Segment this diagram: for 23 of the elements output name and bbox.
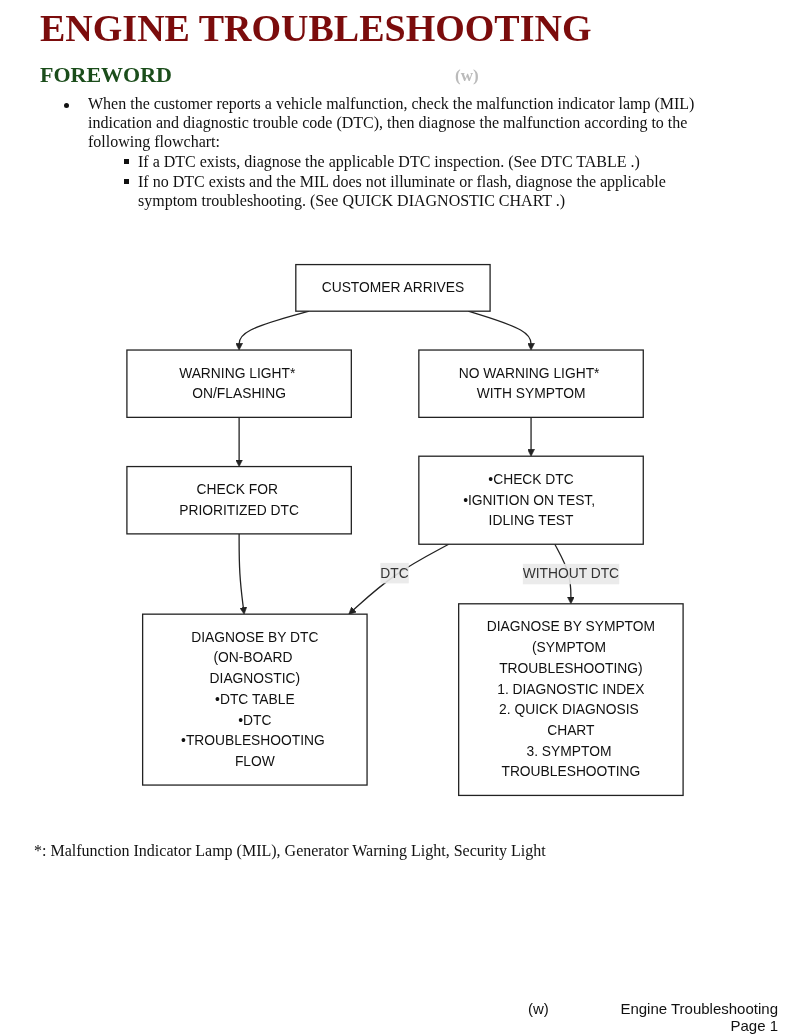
section-heading: FOREWORD (40, 62, 172, 88)
arrow (527, 416, 535, 457)
node-box: NO WARNING LIGHT* WITH SYMPTOM (418, 349, 644, 418)
page-number: Page 1 (730, 1017, 778, 1034)
arrow (238, 533, 248, 615)
node-box: DIAGNOSE BY SYMPTOM (SYMPTOM TROUBLESHOOTING) 1. DIAGNOSTIC INDEX 2. QUICK DIAGNOSIS CHART 3. SYMPTOM TROUBLESHOOTING (458, 603, 684, 797)
arrow (235, 416, 243, 467)
sub-bullet-text: If no DTC exists and the MIL does not illuminate or flash, diagnose the applicable symptom troubleshooting. (See QUICK DIAGNOSTIC CHART .) (138, 172, 667, 210)
node-box: WARNING LIGHT* ON/FLASHING (126, 349, 352, 418)
node-box: •CHECK DTC •IGNITION ON TEST, IDLING TEST (418, 455, 644, 545)
arrow (348, 543, 450, 615)
edge-label: DTC (380, 565, 409, 581)
footnote: *: Malfunction Indicator Lamp (MIL), Generator Warning Light, Security Light (34, 842, 546, 860)
page-title: ENGINE TROUBLESHOOTING (40, 6, 592, 50)
node-box: DIAGNOSE BY DTC (ON-BOARD DIAGNOSTIC) •DTC TABLE •DTC •TROUBLESHOOTING FLOW (142, 613, 368, 786)
node-box: CUSTOMER ARRIVES (295, 263, 491, 312)
sub-bullet-text: If a DTC exists, diagnose the applicable DTC inspection. (See DTC TABLE .) (138, 152, 641, 171)
node-box: CHECK FOR PRIORITIZED DTC (126, 465, 352, 535)
footer-title: Engine Troubleshooting (620, 1000, 778, 1017)
marker-text: (w) (528, 1000, 549, 1017)
edge-label: WITHOUT DTC (522, 566, 620, 581)
marker-text: (w) (455, 66, 479, 86)
bullet-paragraph: When the customer reports a vehicle malfunction, check the malfunction indicator lamp (MIL) indication and diagnostic trouble code (DTC), then diagnose the malfunction according to the following flowchart: (88, 94, 696, 151)
